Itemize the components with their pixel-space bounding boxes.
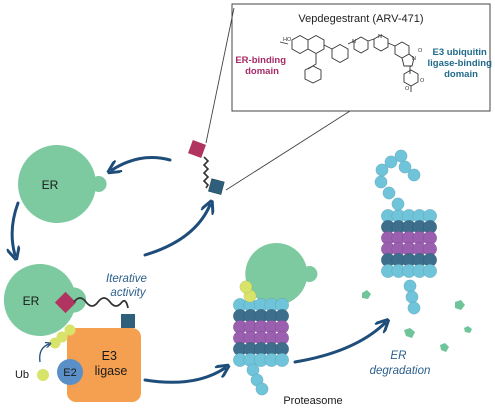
ub-transfer-arrow: [39, 344, 49, 363]
peptide-fragments: [362, 290, 472, 352]
proteasome-barrel-right: [380, 208, 438, 279]
proteasome-bead: [391, 197, 405, 211]
free-er-shape: [17, 145, 107, 224]
proteasome-bead: [374, 175, 388, 189]
iterative-activity-label: Iterative activity: [106, 273, 150, 299]
arrow-er-to-complex: [12, 201, 18, 255]
peptide-chain-top: [374, 149, 421, 211]
bound-er-shape: [3, 264, 87, 336]
proteasome-barrel: [232, 297, 290, 368]
molecule-inset: Vepdegestrant (ARV-471) HO N N N: [231, 3, 494, 112]
ubiquitin-chain: [49, 324, 76, 349]
proteasome-bead: [405, 290, 419, 304]
free-er: ER: [17, 145, 107, 224]
proteasome-assembly: Proteasome: [232, 243, 343, 407]
proteasome-bead: [384, 155, 398, 169]
svg-text:O: O: [420, 78, 425, 84]
free-anchor: [208, 178, 225, 195]
free-linker: [202, 156, 210, 189]
proteasome-er-shape: [245, 243, 318, 305]
proteasome-bead: [422, 263, 438, 279]
free-er-label: ER: [42, 178, 59, 192]
e3-binding-domain-label: E3 ubiquitin ligase-binding domain: [427, 47, 494, 80]
arrow-to-proteasome: [143, 368, 225, 384]
zoom-line-upper: [205, 7, 235, 144]
svg-text:HO: HO: [283, 37, 292, 43]
e3-ligase: [67, 328, 141, 402]
molecule-box: [231, 3, 491, 112]
proteasome-bead: [239, 280, 253, 294]
cycle-arrows: [12, 156, 385, 384]
proteasome-bead: [407, 168, 421, 182]
svg-text:N: N: [352, 39, 356, 45]
er-binding-domain-label: ER-binding domain: [235, 55, 288, 77]
arrow-to-er: [112, 156, 172, 170]
proteasome-bead: [407, 301, 421, 315]
bound-linker: [73, 297, 129, 309]
arrow-recycle: [143, 205, 210, 257]
e2-label: E2: [63, 367, 76, 379]
free-warhead: [188, 140, 206, 158]
chemical-structure: [279, 34, 419, 92]
proteasome-bead: [398, 160, 412, 174]
degradation-column: ER degradation: [362, 149, 472, 377]
arrow-to-degradation: [293, 323, 385, 364]
free-degrader: [188, 140, 225, 195]
ternary-complex: E3 ligase ER E2 Ub: [3, 264, 141, 402]
bound-anchor: [121, 314, 135, 328]
er-degradation-label: ER degradation: [370, 350, 431, 377]
peptide-chain-bottom: [403, 279, 421, 315]
e3-ligase-label: E3 ligase: [95, 349, 128, 378]
molecule-name: Vepdegestrant (ARV-471): [298, 13, 423, 25]
svg-text:N: N: [378, 34, 382, 40]
bound-er-label: ER: [23, 294, 40, 308]
svg-text:O: O: [418, 48, 423, 54]
proteasome-bead: [255, 382, 269, 396]
proteasome-label: Proteasome: [283, 395, 342, 407]
ub-free: [37, 369, 49, 381]
svg-text:O: O: [405, 86, 410, 92]
e2-enzyme: [57, 359, 83, 385]
proteasome-bead: [403, 279, 417, 293]
ub-label: Ub: [15, 369, 29, 381]
svg-text:N: N: [412, 56, 416, 62]
proteasome-bead: [382, 186, 396, 200]
unfolded-er-chain: [239, 280, 269, 396]
structure-atom-labels: HO N N N O O O: [283, 34, 425, 92]
proteasome-bead: [375, 163, 389, 177]
proteasome-bead: [274, 352, 290, 368]
zoom-line-lower: [225, 110, 351, 191]
proteasome-bead: [394, 149, 408, 163]
